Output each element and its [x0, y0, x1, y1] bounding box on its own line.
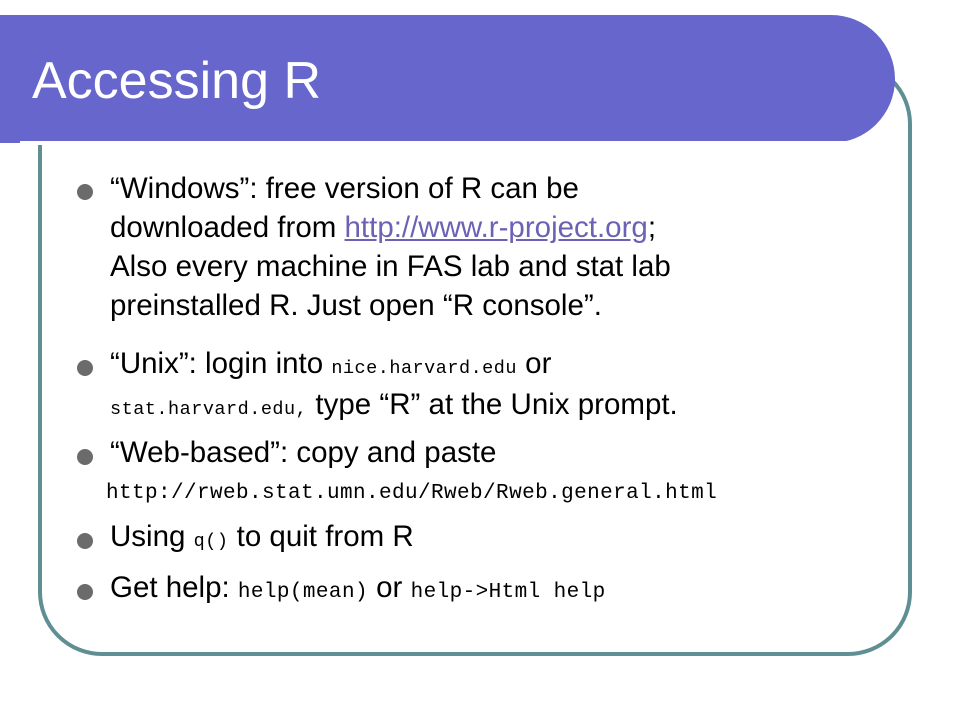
rweb-url: http://rweb.stat.umn.edu/Rweb/Rweb.gener…	[106, 482, 718, 505]
unix-line-1: “Unix”: login into nice.harvard.edu or	[110, 347, 552, 380]
slide-frame	[38, 60, 912, 656]
web-line: “Web-based”: copy and paste	[110, 436, 497, 469]
help-text-2: or	[367, 571, 411, 604]
help-code-1: help(mean)	[237, 581, 368, 604]
windows-line-2-prefix: downloaded from	[110, 211, 345, 244]
windows-line-4: preinstalled R. Just open “R console”.	[110, 289, 602, 322]
windows-line-2: downloaded from http://www.r-project.org…	[110, 211, 657, 244]
unix-line-2: stat.harvard.edu, type “R” at the Unix p…	[110, 388, 678, 421]
bullet-dot	[77, 360, 93, 376]
quit-line: Using q() to quit from R	[110, 520, 414, 553]
unix-text-2: or	[516, 347, 552, 380]
bullet-dot	[77, 584, 93, 600]
quit-code: q()	[193, 531, 229, 552]
unix-text-3: type “R” at the Unix prompt.	[307, 388, 678, 421]
quit-text-1: Using	[110, 520, 194, 553]
title-underline	[20, 141, 848, 145]
bullet-dot	[77, 533, 93, 549]
unix-text-1: “Unix”: login into	[110, 347, 332, 380]
help-line: Get help: help(mean) or help->Html help	[110, 571, 606, 604]
title-bar: Accessing R	[0, 15, 895, 145]
help-code-2: help->Html help	[410, 581, 606, 604]
unix-host-1: nice.harvard.edu	[331, 358, 517, 379]
slide-title: Accessing R	[32, 52, 321, 110]
windows-line-2-suffix: ;	[647, 211, 657, 244]
unix-host-2: stat.harvard.edu,	[110, 399, 308, 420]
bullet-dot	[77, 184, 93, 200]
windows-line-1: “Windows”: free version of R can be	[110, 172, 579, 205]
windows-line-3: Also every machine in FAS lab and stat l…	[110, 250, 671, 283]
help-text-1: Get help:	[110, 571, 238, 604]
bullet-dot	[77, 449, 93, 465]
r-project-link[interactable]: http://www.r-project.org	[344, 211, 648, 244]
quit-text-2: to quit from R	[228, 520, 414, 553]
